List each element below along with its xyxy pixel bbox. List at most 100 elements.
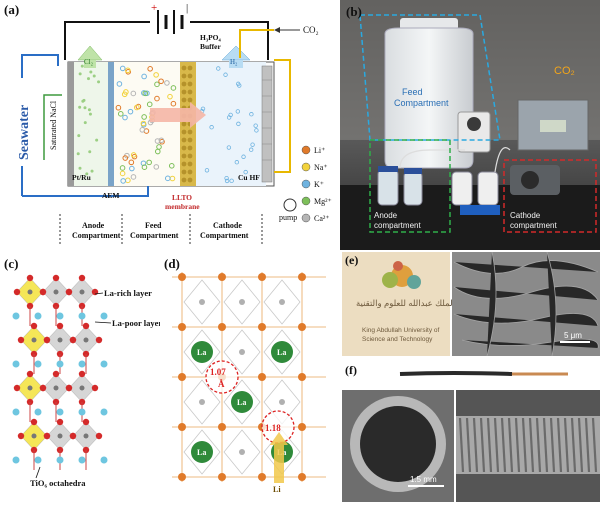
cl2-label: Cl₂ bbox=[84, 58, 94, 66]
feed-label-2: Compartment bbox=[394, 98, 449, 108]
seawater-return bbox=[22, 186, 149, 197]
distance-2-value: 1.18 bbox=[265, 423, 281, 433]
ion-dot bbox=[153, 72, 159, 78]
la-atom bbox=[12, 360, 20, 368]
cathode-dot bbox=[226, 115, 232, 120]
ion-dot bbox=[115, 104, 122, 111]
legend-entry: Mg²⁺ bbox=[314, 197, 332, 206]
cathode-photo-label-1: Cathode bbox=[510, 211, 541, 220]
anode-dot bbox=[97, 80, 101, 84]
atom bbox=[56, 418, 64, 426]
logo-arabic-text: جامعة الملك عبدالله للعلوم والتقنية bbox=[356, 298, 478, 309]
lattice-atom bbox=[298, 273, 306, 281]
cathode-dot bbox=[235, 109, 241, 114]
ion-dot bbox=[146, 101, 153, 108]
lattice-atom bbox=[178, 373, 186, 381]
anode-bottle-2 bbox=[403, 171, 423, 206]
atom bbox=[78, 274, 86, 282]
legend-swatch-icon bbox=[301, 196, 311, 206]
tubing bbox=[399, 149, 465, 169]
pore-channel bbox=[528, 417, 535, 473]
atom bbox=[82, 418, 90, 426]
lattice-atom bbox=[258, 323, 266, 331]
llto-grain bbox=[187, 89, 193, 95]
lattice-atom bbox=[298, 323, 306, 331]
atom bbox=[69, 432, 77, 440]
peristaltic-rotor-icon bbox=[521, 171, 539, 189]
la-atom bbox=[100, 408, 108, 416]
lattice-atom bbox=[258, 473, 266, 481]
atom bbox=[79, 385, 85, 391]
panel-d-label: (d) bbox=[164, 256, 180, 271]
cathode-dot bbox=[250, 142, 255, 147]
ion-dot bbox=[123, 89, 129, 95]
cathode-dot bbox=[243, 169, 248, 175]
panel-d: LaLaLaLaLa (d) 1.07 Å 1.18 Li bbox=[160, 252, 338, 502]
panel-a: + | Cl₂ H₂ CO₂ pump bbox=[0, 0, 340, 250]
ion-dot bbox=[130, 152, 137, 158]
cathode-dot bbox=[234, 160, 240, 165]
llto-grain bbox=[181, 129, 187, 135]
anode-dot bbox=[78, 105, 82, 109]
atom bbox=[79, 289, 85, 295]
li-path-arrow bbox=[274, 445, 284, 483]
distance-callout-1 bbox=[205, 360, 239, 394]
llto-grain bbox=[181, 97, 187, 103]
cathode-dot bbox=[200, 106, 206, 112]
anode-photo-label-1: Anode bbox=[374, 211, 398, 220]
ion-dot bbox=[170, 100, 177, 107]
legend-swatch-icon bbox=[301, 213, 311, 223]
atom bbox=[31, 337, 37, 343]
distance-1-unit: Å bbox=[218, 379, 225, 389]
ion-dot bbox=[147, 65, 153, 72]
ion-dot bbox=[168, 163, 175, 169]
feed-compartment-line-1: Feed bbox=[145, 221, 162, 230]
cathode-dot bbox=[229, 178, 234, 184]
pore-channel bbox=[514, 417, 521, 473]
pore-channel bbox=[563, 417, 570, 473]
panel-c: (c) La-rich layer La-poor layer TiO₆ oct… bbox=[0, 252, 162, 502]
cu-hf-label: Cu HF bbox=[238, 173, 260, 182]
wire-right bbox=[190, 21, 269, 60]
la-site bbox=[191, 441, 213, 463]
la-site-label: La bbox=[237, 398, 246, 407]
atom bbox=[52, 370, 60, 378]
anode-dot bbox=[88, 112, 92, 116]
compartment-dividers bbox=[59, 214, 263, 246]
anode-dot bbox=[81, 99, 85, 103]
anode-dot bbox=[80, 64, 84, 68]
porous-wall bbox=[456, 416, 600, 474]
llto-grain bbox=[187, 129, 193, 135]
llto-label: LLTO bbox=[172, 193, 192, 202]
anode-dot bbox=[87, 108, 91, 112]
cl2-gas-arrow bbox=[77, 45, 103, 68]
svg-text:+: + bbox=[151, 2, 157, 14]
anode-dot bbox=[95, 138, 99, 142]
pore-channel bbox=[521, 417, 528, 473]
anode-dot bbox=[90, 169, 94, 173]
distance-callout-2 bbox=[261, 410, 295, 444]
atom bbox=[95, 336, 103, 344]
pore-channel bbox=[584, 417, 591, 473]
ion-dot bbox=[133, 104, 140, 111]
llto-grain bbox=[187, 97, 193, 103]
atom bbox=[65, 384, 73, 392]
la-rich-label: La-rich layer bbox=[104, 288, 152, 298]
ion-dot bbox=[141, 73, 147, 80]
la-atom bbox=[12, 456, 20, 464]
wire-left bbox=[64, 21, 150, 60]
la-site bbox=[271, 341, 293, 363]
la-atom bbox=[78, 312, 86, 320]
pore-channel bbox=[507, 417, 514, 473]
lattice-atom bbox=[218, 273, 226, 281]
pore-channel bbox=[556, 417, 563, 473]
llto-grain bbox=[181, 81, 187, 87]
atom bbox=[26, 370, 34, 378]
ion-dot bbox=[170, 85, 177, 91]
ion-legend: Li⁺Na⁺K⁺Mg²⁺Ca²⁺ bbox=[301, 145, 332, 223]
cathode-compartment-box bbox=[503, 159, 597, 233]
panel-e-images: جامعة الملك عبدالله للعلوم والتقنية King… bbox=[342, 251, 600, 357]
lattice-atom bbox=[218, 473, 226, 481]
panel-f: (f) 1.5 mm bbox=[342, 360, 600, 502]
pore-channel bbox=[542, 417, 549, 473]
